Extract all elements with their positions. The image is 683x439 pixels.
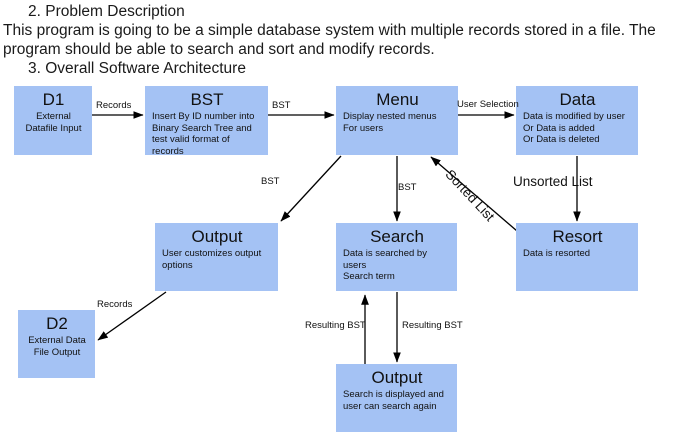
edge-label-bst-1: BST: [272, 100, 291, 111]
edge-label-sorted-list: Sorted List: [442, 166, 498, 225]
paragraph-line-2: program should be able to search and sor…: [3, 41, 435, 58]
edge-label-bst-2: BST: [261, 176, 280, 187]
node-data[interactable]: Data Data is modified by user Or Data is…: [516, 86, 638, 155]
node-resort-title: Resort: [552, 227, 603, 246]
edge-label-resulting-bst-1: Resulting BST: [305, 320, 366, 331]
node-menu-title: Menu: [376, 90, 419, 109]
edge-label-unsorted-list: Unsorted List: [513, 174, 593, 189]
document-text-block: 2. Problem Description This program is g…: [0, 0, 683, 80]
node-output-search[interactable]: Output Search is displayed and user can …: [336, 364, 457, 432]
node-menu-body: Display nested menus For users: [343, 111, 437, 134]
heading-problem-description: 2. Problem Description: [28, 3, 185, 20]
node-search[interactable]: Search Data is searched by users Search …: [336, 223, 457, 291]
edge-menu-to-output-customize: [280, 155, 342, 222]
node-d1[interactable]: D1 External Datafile Input: [14, 86, 92, 155]
node-bst-title: BST: [190, 90, 224, 109]
node-search-body: Data is searched by users Search term: [343, 248, 427, 282]
paragraph-line-1: This program is going to be a simple dat…: [3, 22, 656, 39]
node-bst[interactable]: BST Insert By ID number into Binary Sear…: [145, 86, 268, 157]
node-d2-title: D2: [46, 314, 68, 333]
node-search-title: Search: [370, 227, 424, 246]
node-output-customize-body: User customizes output options: [162, 248, 262, 271]
edge-label-user-selection: User Selection: [457, 99, 519, 110]
node-d1-body: External Datafile Input: [25, 111, 82, 134]
node-output-search-title: Output: [371, 368, 423, 387]
node-resort[interactable]: Resort Data is resorted: [516, 223, 638, 291]
edge-label-bst-3: BST: [398, 182, 417, 193]
node-d2[interactable]: D2 External Data File Output: [18, 310, 95, 378]
node-data-body: Data is modified by user Or Data is adde…: [523, 111, 625, 145]
node-d2-body: External Data File Output: [28, 335, 86, 358]
edge-label-records-2: Records: [97, 299, 133, 310]
node-menu[interactable]: Menu Display nested menus For users: [336, 86, 458, 155]
node-bst-body: Insert By ID number into Binary Search T…: [152, 111, 255, 157]
node-output-customize[interactable]: Output User customizes output options: [155, 223, 278, 291]
edge-label-records-1: Records: [96, 100, 132, 111]
node-output-search-body: Search is displayed and user can search …: [343, 389, 444, 412]
heading-overall-software-architecture: 3. Overall Software Architecture: [28, 60, 246, 77]
edge-label-resulting-bst-2: Resulting BST: [402, 320, 463, 331]
node-output-customize-title: Output: [191, 227, 243, 246]
node-d1-title: D1: [42, 90, 65, 109]
node-data-title: Data: [559, 90, 596, 109]
node-resort-body: Data is resorted: [523, 248, 591, 259]
